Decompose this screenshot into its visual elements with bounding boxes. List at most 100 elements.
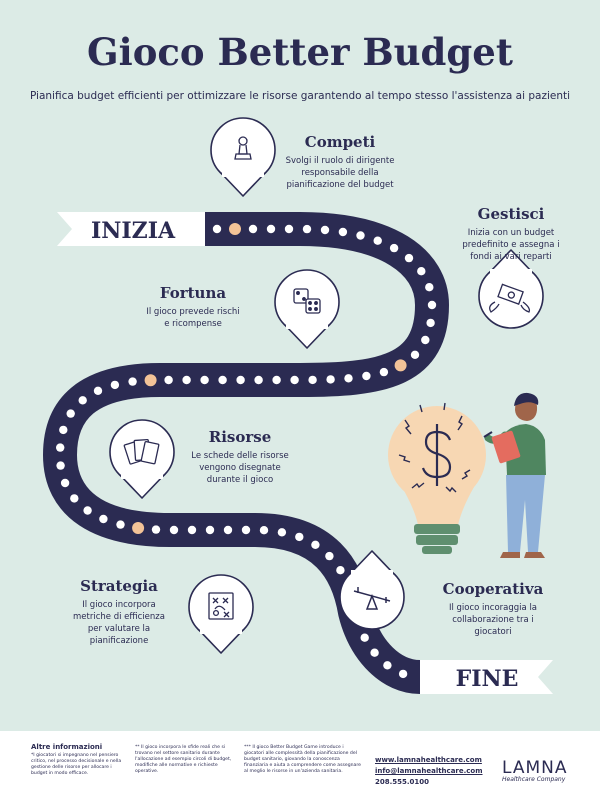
- stage-title: Fortuna: [159, 284, 227, 302]
- page-title: Gioco Better Budget: [87, 30, 513, 74]
- road-dot: [295, 532, 304, 542]
- road-dot: [78, 396, 87, 405]
- road-dot: [83, 506, 92, 515]
- road-dot: [151, 525, 161, 534]
- road-dot: [398, 669, 408, 679]
- road-dot: [290, 375, 299, 385]
- road-dot: [236, 375, 245, 385]
- road-dot: [93, 386, 103, 395]
- road-dot: [404, 253, 414, 263]
- stage-title: Gestisci: [477, 205, 545, 223]
- road-dot: [60, 478, 70, 488]
- road-dot: [426, 318, 435, 328]
- dice-icon: [293, 288, 321, 314]
- game-board-graphic: INIZIA FINE: [43, 117, 553, 694]
- road-dot: [356, 231, 365, 240]
- road-dot: [379, 367, 389, 377]
- start-label: INIZIA: [91, 218, 176, 244]
- road-dot: [116, 520, 125, 529]
- lightbulb-illustration: [388, 402, 486, 554]
- road-accent-dot: [132, 522, 145, 534]
- website-link[interactable]: www.lamnahealthcare.com: [375, 756, 482, 764]
- road-dot: [56, 461, 65, 470]
- road-dot: [66, 409, 75, 418]
- person-illustration: [483, 392, 546, 558]
- flying-money-icon: [489, 283, 531, 313]
- chess-pawn-icon: [234, 136, 252, 160]
- road-dot: [284, 224, 294, 234]
- road-dot: [99, 514, 108, 524]
- road-dot: [56, 443, 65, 452]
- road-dot: [205, 525, 215, 535]
- road-accent-dot: [144, 374, 157, 387]
- road-dot: [266, 224, 276, 234]
- road-dot: [362, 371, 371, 381]
- road-dot: [248, 224, 258, 234]
- dollar-sign-icon: [421, 424, 452, 486]
- road-dot: [320, 225, 330, 235]
- end-banner: FINE: [420, 660, 553, 694]
- email-link[interactable]: info@lamnahealthcare.com: [375, 767, 483, 775]
- pin-fortuna: [274, 269, 340, 349]
- road-dot: [373, 236, 382, 245]
- pin-cooperativa: [339, 550, 405, 630]
- road-dot: [272, 375, 281, 385]
- road-dot: [254, 375, 263, 385]
- road-dot: [308, 375, 317, 385]
- page-subtitle: Pianifica budget efficienti per ottimizz…: [29, 90, 571, 102]
- road-dot: [325, 551, 334, 561]
- phone-number: 208.555.0100: [375, 778, 430, 786]
- lamna-logo: LAMNA: [502, 758, 568, 778]
- road-dot: [360, 633, 369, 642]
- road-dot: [344, 374, 353, 383]
- road-dot: [338, 227, 348, 237]
- road-dot: [421, 335, 430, 345]
- road-dot: [326, 375, 335, 384]
- road-dot: [187, 525, 197, 535]
- footer-heading: Altre informazioni: [31, 743, 103, 751]
- road-dot: [383, 661, 392, 670]
- road-dot: [277, 528, 287, 537]
- road-dot: [128, 377, 137, 386]
- road-dot: [164, 375, 173, 385]
- pin-gestisci: [478, 249, 544, 329]
- road-dot: [302, 224, 312, 234]
- road-dot: [427, 300, 437, 310]
- road-dot: [336, 566, 345, 575]
- road-dot: [425, 283, 434, 292]
- road-dot: [182, 375, 191, 385]
- stage-title: Competi: [304, 133, 376, 151]
- stage-title: Cooperativa: [442, 580, 544, 598]
- strategy-board-icon: [208, 592, 234, 620]
- road-dot: [389, 243, 399, 253]
- road-dot: [370, 648, 379, 657]
- road-dot: [259, 526, 269, 535]
- seesaw-icon: [353, 587, 391, 610]
- road-dot: [311, 540, 320, 549]
- road-accent-dot: [229, 223, 241, 235]
- road-dot: [110, 380, 120, 390]
- cards-icon: [123, 438, 160, 465]
- footer-note-2: ** Il gioco incorpora le sfide reali che…: [135, 745, 232, 774]
- logo-tagline: Healthcare Company: [502, 776, 566, 783]
- pin-competi: [210, 117, 276, 197]
- road-dot: [212, 224, 222, 234]
- stage-title: Risorse: [208, 428, 272, 446]
- road-dot: [59, 425, 68, 435]
- road-dots: [56, 223, 437, 679]
- road-dot: [218, 375, 227, 385]
- spark-marks: [398, 402, 471, 493]
